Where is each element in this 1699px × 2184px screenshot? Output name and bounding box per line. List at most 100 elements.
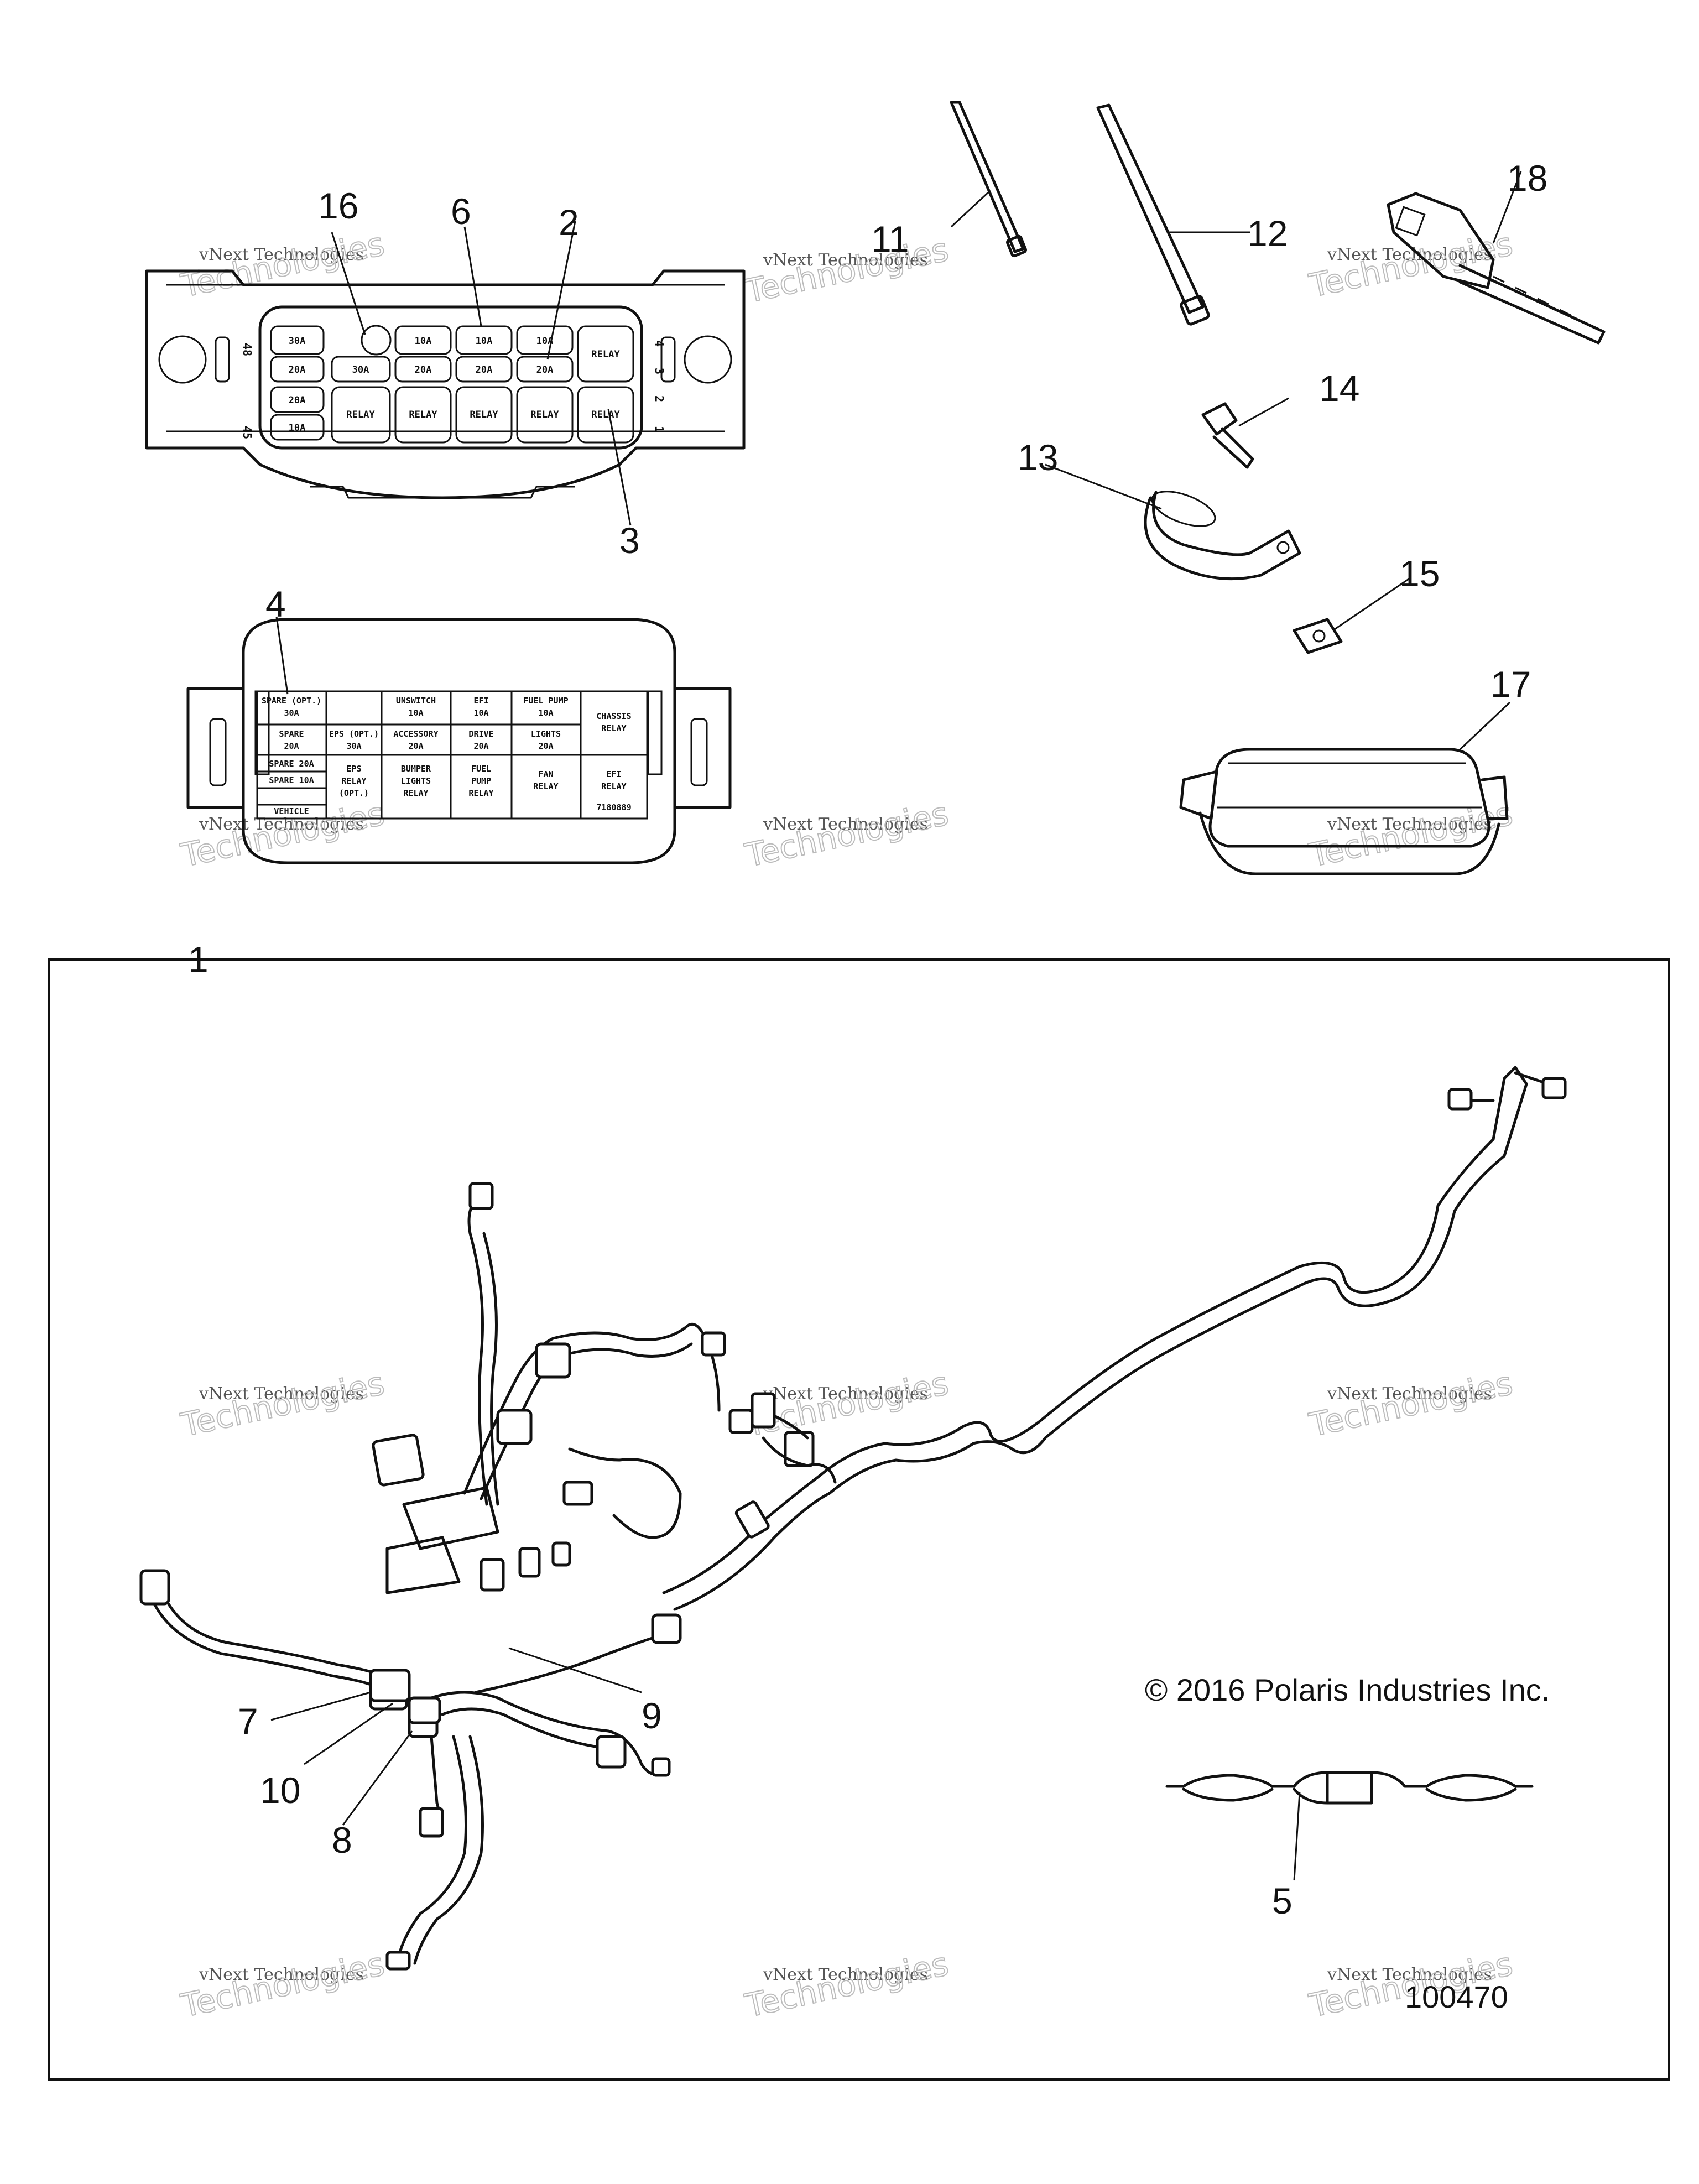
watermark-line2: Technologies <box>178 1945 388 2025</box>
fuse-r1c5: 10A <box>536 336 554 347</box>
label-part-number: 7180889 <box>596 802 631 812</box>
label-fan-relay-2: RELAY <box>533 781 558 791</box>
watermark-line1: vNext Technologies <box>763 815 928 834</box>
fuse-r2c1: 20A <box>289 364 306 376</box>
fuse-empty-slot <box>361 325 392 356</box>
watermark: vNext Technologies Technologies <box>741 230 952 311</box>
main-wire-harness <box>139 1066 1567 1971</box>
callout-10: 10 <box>260 1770 300 1811</box>
label-eps-opt: EPS (OPT.) <box>329 729 379 739</box>
callout-9: 9 <box>642 1695 662 1736</box>
label-bumper-3: RELAY <box>403 788 428 798</box>
callout-11: 11 <box>871 218 909 259</box>
label-unswitch: UNSWITCH <box>396 696 436 706</box>
label-fuel-pump-amp: 10A <box>538 708 553 718</box>
callout-6: 6 <box>451 191 471 232</box>
watermark-line1: vNext Technologies <box>763 1965 928 1984</box>
label-fuel-pump-relay-2: PUMP <box>471 776 491 786</box>
callout-18: 18 <box>1507 158 1547 199</box>
relay-r3c3: RELAY <box>409 409 437 420</box>
label-accessory-amp: 20A <box>408 741 423 751</box>
label-lights-amp: 20A <box>538 741 553 751</box>
fuse-r2c2: 30A <box>352 364 369 376</box>
label-spare-opt: SPARE (OPT.) <box>262 696 321 706</box>
fuse-r4c1: 10A <box>289 423 306 434</box>
watermark: vNext Technologies Technologies <box>177 1364 388 1445</box>
label-vehicle: VEHICLE <box>274 806 309 816</box>
label-fuel-pump-relay-3: RELAY <box>468 788 493 798</box>
harness-frame <box>48 958 1670 2081</box>
relay-r1c6: RELAY <box>591 349 620 360</box>
u-nut <box>1293 618 1343 654</box>
label-spare-10: SPARE 10A <box>269 775 314 785</box>
p-clamp <box>1144 491 1301 581</box>
fuse-r1c4: 10A <box>476 336 493 347</box>
callout-5: 5 <box>1272 1880 1293 1921</box>
side-label-2: 2 <box>653 395 666 402</box>
label-efi-relay-2: RELAY <box>601 781 626 791</box>
label-spare-20: SPARE <box>279 729 304 739</box>
watermark-line2: Technologies <box>742 795 952 874</box>
side-label-4: 4 <box>653 340 666 347</box>
callout-1: 1 <box>188 939 209 980</box>
label-eps-opt-amp: 30A <box>346 741 361 751</box>
cable-tie-large <box>1096 103 1210 326</box>
label-bumper-2: LIGHTS <box>401 776 431 786</box>
label-eps-relay-3: (OPT.) <box>339 788 369 798</box>
label-fuel-pump-relay: FUEL <box>471 764 491 774</box>
watermark-line1: vNext Technologies <box>763 251 928 270</box>
watermark-line2: Technologies <box>742 1945 952 2025</box>
fuse-r2c4: 20A <box>476 364 493 376</box>
label-eps-relay-2: RELAY <box>341 776 366 786</box>
callout-16: 16 <box>318 185 358 226</box>
fuse-r1c3: 10A <box>415 336 432 347</box>
watermark: vNext Technologies Technologies <box>741 1945 952 2025</box>
watermark: vNext Technologies Technologies <box>1305 1364 1516 1445</box>
callout-8: 8 <box>332 1820 352 1860</box>
cable-tie-small <box>950 101 1027 258</box>
watermark-line1: vNext Technologies <box>199 1965 364 1984</box>
mount-hole-right <box>684 335 732 384</box>
side-label-48: 48 <box>241 343 254 356</box>
watermark: vNext Technologies Technologies <box>177 1945 388 2025</box>
watermark-line1: vNext Technologies <box>1327 1965 1492 1984</box>
label-efi-relay: EFI <box>606 769 621 779</box>
label-fan-relay: FAN <box>538 769 553 779</box>
callout-7: 7 <box>238 1701 258 1742</box>
callout-3: 3 <box>619 520 640 561</box>
watermark-line1: vNext Technologies <box>1327 245 1492 264</box>
watermark-line1: vNext Technologies <box>763 1384 928 1404</box>
fuse-box: 48 45 4 3 2 1 30A 10A 10A 10A RELAY 20A … <box>145 269 746 499</box>
label-drive-amp: 20A <box>473 741 488 751</box>
watermark-line2: Technologies <box>178 1364 388 1444</box>
watermark-line1: vNext Technologies <box>1327 1384 1492 1404</box>
connector-7 <box>369 1669 411 1702</box>
label-efi-amp: 10A <box>473 708 488 718</box>
fuse-r1c1: 30A <box>289 336 306 347</box>
leader-lines <box>270 171 1522 1881</box>
push-rivet <box>1201 402 1254 469</box>
connector-8 <box>408 1696 441 1724</box>
callout-12: 12 <box>1247 213 1288 254</box>
label-chassis-relay: CHASSIS <box>596 711 631 721</box>
label-spare-20-amp: 20A <box>284 741 299 751</box>
label-chassis-relay-2: RELAY <box>601 723 626 733</box>
callout-labels: 1 2 3 4 5 6 7 8 9 10 11 12 13 14 15 16 1… <box>188 158 1547 1921</box>
watermark-line1: vNext Technologies <box>199 1384 364 1404</box>
fuse-r2c5: 20A <box>536 364 554 376</box>
callout-4: 4 <box>265 583 286 624</box>
label-spare-opt-amp: 30A <box>284 708 299 718</box>
watermark: vNext Technologies Technologies <box>741 794 952 875</box>
label-lights: LIGHTS <box>531 729 561 739</box>
label-fuel-pump: FUEL PUMP <box>523 696 568 706</box>
fuse-box-cover <box>1179 748 1509 875</box>
watermark-line2: Technologies <box>178 225 388 305</box>
fuse-r2c3: 20A <box>415 364 432 376</box>
relay-r3c5: RELAY <box>530 409 559 420</box>
mount-hole-left <box>158 335 207 384</box>
callout-17: 17 <box>1490 664 1531 705</box>
side-label-45: 45 <box>241 426 254 439</box>
label-unswitch-amp: 10A <box>408 708 423 718</box>
label-spare-20b: SPARE 20A <box>269 759 314 769</box>
label-bumper: BUMPER <box>401 764 431 774</box>
